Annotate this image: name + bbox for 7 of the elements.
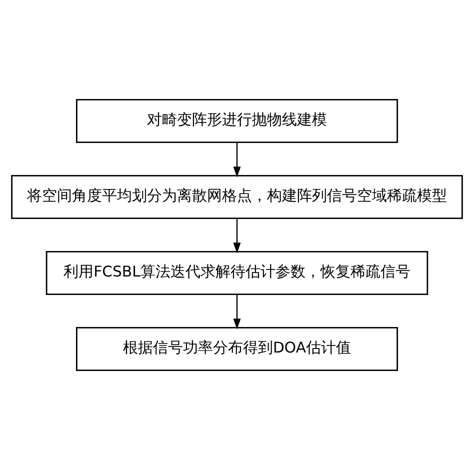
arrow [233,142,241,178]
node-box: 将空间角度平均划分为离散网格点，构建阵列信号空域稀疏模型 [11,175,463,220]
node-box: 利用FCSBL算法迭代求解待估计参数，恢复稀疏信号 [46,250,428,295]
node-box: 根据信号功率分布得到DOA估计值 [76,326,398,371]
arrow [233,294,241,330]
node-box: 对畸变阵形进行抛物线建模 [76,99,398,144]
arrow [233,218,241,254]
